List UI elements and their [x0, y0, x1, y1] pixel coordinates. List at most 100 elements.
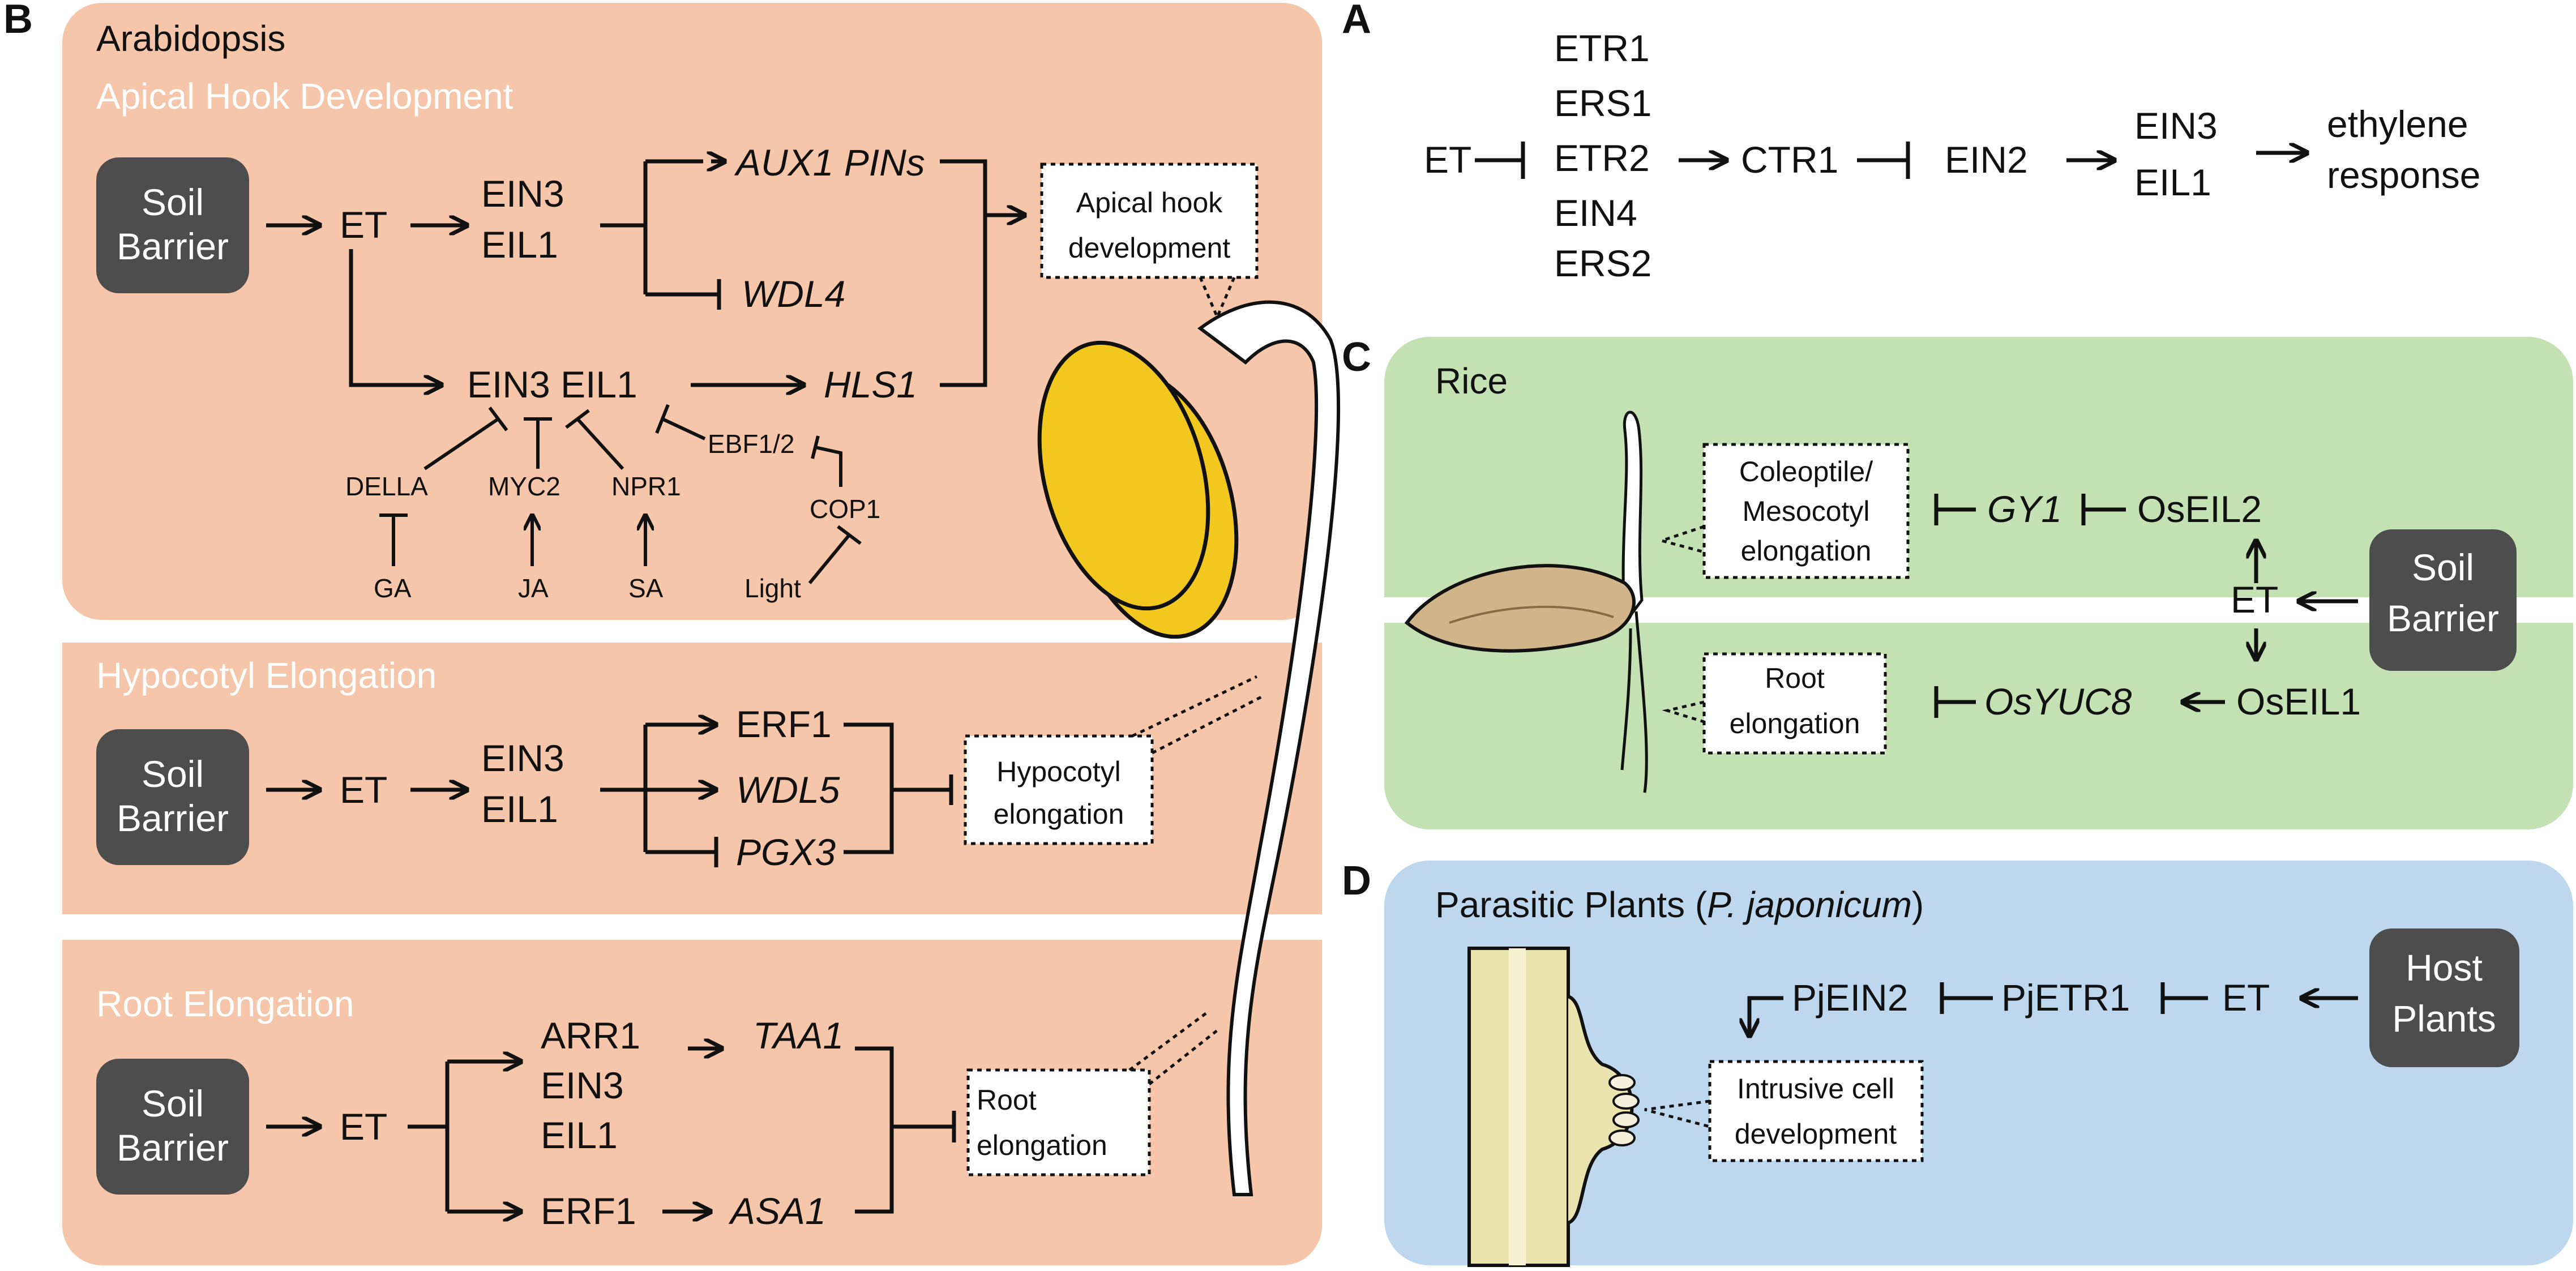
node-erf1: ERF1 — [736, 703, 832, 745]
d-host-plants-box: Host Plants — [2369, 928, 2519, 1067]
svg-text:elongation: elongation — [977, 1129, 1107, 1161]
a-et: ET — [1424, 139, 1471, 181]
svg-text:Soil: Soil — [142, 753, 204, 795]
a-eil1: EIL1 — [2134, 161, 2211, 203]
d-species: Parasitic Plants (P. japonicum) — [1435, 884, 1924, 925]
c-et: ET — [2231, 579, 2278, 620]
node-et-2: ET — [340, 769, 387, 811]
a-ers2: ERS2 — [1554, 242, 1651, 284]
node-light: Light — [744, 574, 801, 603]
rice-region — [1384, 337, 2573, 829]
c-osyuc8: OsYUC8 — [1984, 681, 2132, 722]
node-npr1: NPR1 — [611, 472, 681, 501]
section-apical: Apical Hook Development — [96, 76, 514, 117]
a-response-2: response — [2327, 154, 2481, 196]
c-oseil1: OsEIL1 — [2236, 681, 2361, 722]
svg-text:Host: Host — [2406, 947, 2483, 988]
node-cop1: COP1 — [810, 494, 880, 524]
soil-barrier-box-2: Soil Barrier — [96, 729, 249, 865]
node-ein3-3: EIN3 — [541, 1064, 624, 1106]
d-et: ET — [2222, 977, 2270, 1018]
d-pjein2: PjEIN2 — [1792, 977, 1908, 1018]
node-hls1: HLS1 — [824, 363, 917, 405]
svg-text:Intrusive cell: Intrusive cell — [1737, 1073, 1894, 1105]
section-hypocotyl: Hypocotyl Elongation — [96, 655, 437, 696]
node-aux1-pins: AUX1 PINs — [734, 142, 925, 183]
node-wdl4: WDL4 — [742, 273, 845, 315]
d-pjetr1: PjETR1 — [2001, 977, 2130, 1018]
species-label: Arabidopsis — [96, 18, 285, 59]
a-etr2: ETR2 — [1554, 137, 1650, 179]
svg-text:Mesocotyl: Mesocotyl — [1742, 495, 1869, 527]
node-ebf: EBF1/2 — [708, 429, 794, 459]
rice-seedling — [1404, 410, 1648, 793]
panel-b-letter: B — [3, 0, 33, 42]
soil-barrier-box-3: Soil Barrier — [96, 1059, 249, 1195]
node-eil1-3: EIL1 — [541, 1114, 618, 1156]
a-etr1: ETR1 — [1554, 27, 1650, 69]
svg-text:Root: Root — [977, 1084, 1037, 1116]
svg-text:Barrier: Barrier — [117, 1127, 229, 1169]
svg-text:Barrier: Barrier — [117, 225, 229, 267]
svg-text:Barrier: Barrier — [117, 797, 229, 839]
svg-text:elongation: elongation — [1741, 535, 1872, 567]
node-ja: JA — [518, 574, 549, 603]
panel-d: D Parasitic Plants (P. japonicum) Intrus… — [1342, 858, 2573, 1267]
a-ein2: EIN2 — [1945, 139, 2028, 181]
svg-text:Hypocotyl: Hypocotyl — [996, 756, 1121, 788]
node-sa: SA — [628, 574, 664, 603]
c-soil-barrier-box: Soil Barrier — [2369, 529, 2517, 671]
soil-barrier-box-1: Soil Barrier — [96, 157, 249, 293]
root-output: Root elongation — [966, 1068, 1151, 1176]
svg-text:Soil: Soil — [142, 181, 204, 223]
svg-text:Soil: Soil — [142, 1082, 204, 1124]
node-et-3: ET — [340, 1106, 387, 1148]
panel-b: B Arabidopsis Apical Hook Development Hy… — [3, 0, 1341, 1265]
hypocotyl-output: Hypocotyl elongation — [964, 734, 1154, 845]
c-oseil2: OsEIL2 — [2137, 488, 2262, 530]
node-taa1: TAA1 — [753, 1015, 844, 1056]
node-asa1: ASA1 — [728, 1190, 826, 1232]
apical-hook-region — [62, 3, 1322, 620]
node-ein3-2: EIN3 — [481, 737, 564, 779]
node-pgx3: PGX3 — [736, 831, 836, 873]
panel-c-letter: C — [1342, 335, 1371, 380]
a-ctr1: CTR1 — [1741, 139, 1838, 181]
node-ein3: EIN3 — [481, 173, 564, 215]
a-response-1: ethylene — [2327, 103, 2468, 145]
svg-text:elongation: elongation — [1730, 708, 1860, 739]
panel-a-letter: A — [1342, 0, 1371, 42]
d-intrusive-output: Intrusive cell development — [1708, 1060, 1924, 1162]
root-region — [62, 940, 1322, 1265]
c-species: Rice — [1435, 361, 1508, 401]
c-coleoptile-output: Coleoptile/ Mesocotyl elongation — [1702, 443, 1910, 579]
svg-text:Coleoptile/: Coleoptile/ — [1739, 456, 1873, 487]
panel-a: A ET ETR1 ERS1 ETR2 EIN4 ERS2 CTR1 EIN2 … — [1342, 0, 2481, 284]
node-erf1-2: ERF1 — [541, 1190, 636, 1232]
svg-text:Root: Root — [1765, 662, 1825, 694]
panel-d-letter: D — [1342, 858, 1371, 904]
svg-text:Plants: Plants — [2392, 998, 2496, 1039]
c-root-output: Root elongation — [1702, 652, 1887, 755]
apical-hook-output: Apical hook development — [1040, 162, 1259, 279]
svg-text:development: development — [1068, 232, 1230, 264]
a-ers1: ERS1 — [1554, 82, 1651, 124]
arabidopsis-seedling — [1037, 300, 1341, 1196]
a-ein3: EIN3 — [2134, 105, 2218, 147]
node-et: ET — [340, 204, 387, 246]
node-ga: GA — [374, 574, 412, 603]
svg-text:Apical hook: Apical hook — [1076, 187, 1223, 219]
node-wdl5: WDL5 — [736, 769, 840, 811]
svg-text:Soil: Soil — [2412, 546, 2474, 588]
node-eil1: EIL1 — [481, 224, 558, 266]
panel-c: C Rice Coleoptile/ Mesocotyl elongation … — [1342, 335, 2576, 829]
node-ein3-eil1: EIN3 EIL1 — [467, 363, 637, 405]
c-gy1: GY1 — [1987, 488, 2062, 530]
parasitic-region — [1384, 861, 2573, 1265]
svg-text:Barrier: Barrier — [2387, 597, 2499, 639]
svg-text:development: development — [1735, 1118, 1897, 1150]
svg-text:elongation: elongation — [994, 798, 1124, 830]
host-tissue — [1467, 947, 1640, 1267]
node-della: DELLA — [345, 472, 428, 501]
